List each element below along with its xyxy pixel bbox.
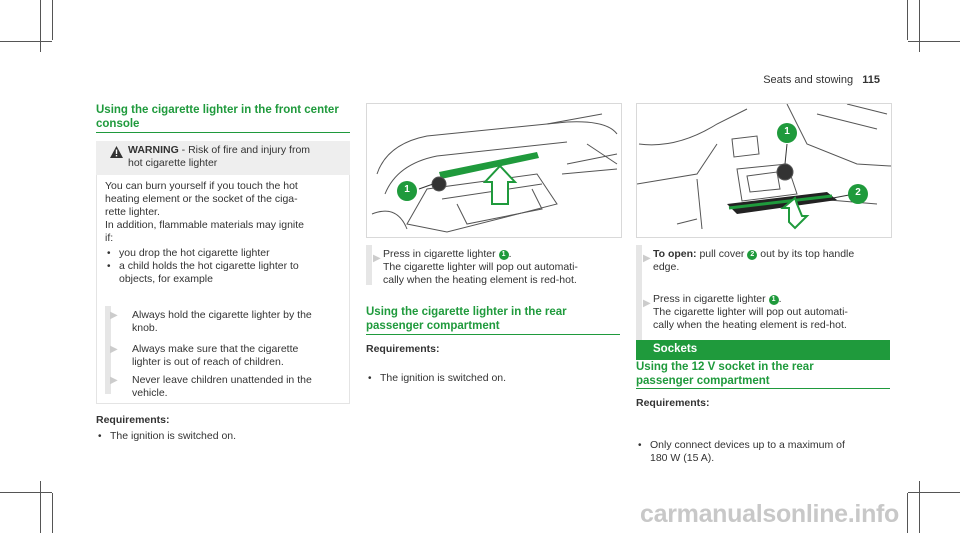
figure-rear-socket: 1 2 [636, 103, 892, 238]
requirements-title: Requirements: [96, 414, 170, 426]
crop-mark [52, 493, 53, 533]
step-item: To open: pull cover 2 out by its top han… [653, 248, 855, 273]
text-line: In addition, flammable materials may ign… [105, 219, 305, 231]
arrow-icon: ▶ [643, 298, 651, 309]
requirement-item: The ignition is switched on. [366, 372, 620, 385]
text-line: heating element or the socket of the cig… [105, 193, 298, 205]
watermark: carmanualsonline.info [640, 500, 900, 528]
step-bar [105, 306, 111, 394]
callout-2: 2 [855, 187, 861, 198]
warning-summary-2: hot cigarette lighter [128, 157, 218, 169]
rear-console-illustration [637, 104, 891, 230]
heading-rule [96, 132, 350, 133]
crop-mark [907, 493, 908, 533]
text-line: rette lighter. [105, 206, 160, 218]
arrow-icon: ▶ [110, 344, 118, 355]
step-item: Press in cigarette lighter 1. The cigare… [383, 248, 578, 286]
warning-box-header: WARNING - Risk of fire and injury from h… [96, 141, 350, 175]
callout-badge: 1 [498, 250, 509, 260]
warning-box-body [96, 175, 350, 404]
crop-mark [908, 41, 960, 42]
arrow-icon: ▶ [110, 310, 118, 321]
crop-mark [907, 0, 908, 40]
step-item: Always hold the cigarette lighter by the… [132, 309, 312, 334]
text-line: if: [105, 232, 114, 244]
crop-mark [919, 0, 920, 52]
requirements-title: Requirements: [636, 397, 710, 409]
arrow-icon: ▶ [373, 253, 381, 264]
list-item: you drop the hot cigarette lighter [105, 247, 345, 260]
callout-1: 1 [404, 184, 410, 195]
section-heading: Using the cigarette lighter in the front… [96, 104, 339, 130]
crop-mark [40, 481, 41, 533]
callout-1: 1 [784, 126, 790, 137]
warning-summary: - Risk of fire and injury from [178, 144, 311, 156]
console-illustration [371, 113, 618, 233]
crop-mark [0, 41, 52, 42]
heading-rule [636, 388, 890, 389]
requirement-item: The ignition is switched on. [96, 430, 350, 443]
list-item: a child holds the hot cigarette lighter … [105, 260, 345, 286]
arrow-icon: ▶ [643, 253, 651, 264]
heading-rule [366, 334, 620, 335]
page-header: Seats and stowing 115 [760, 74, 880, 86]
section-heading: Using the cigarette lighter in the rear … [366, 306, 567, 332]
text-line: You can burn yourself if you touch the h… [105, 180, 298, 192]
section-heading: Using the 12 V socket in the rear passen… [636, 361, 814, 387]
requirement-item: Only connect devices up to a maximum of1… [636, 439, 890, 465]
step-bar [366, 245, 372, 285]
callout-badge: 2 [747, 250, 758, 260]
crop-mark [919, 481, 920, 533]
callout-badge: 1 [768, 295, 779, 305]
warning-text: WARNING - Risk of fire and injury from h… [128, 144, 348, 170]
figure-front-lighter: 1 [366, 103, 622, 238]
crop-mark [52, 0, 53, 40]
step-bar [636, 245, 642, 345]
step-item: Press in cigarette lighter 1. The cigare… [653, 293, 848, 331]
crop-mark [40, 0, 41, 52]
requirements-title: Requirements: [366, 343, 440, 355]
sockets-title: Sockets [653, 343, 698, 355]
warning-bullets: you drop the hot cigarette lighter a chi… [105, 247, 345, 286]
arrow-icon: ▶ [110, 375, 118, 386]
crop-mark [0, 492, 52, 493]
warning-paragraph: You can burn yourself if you touch the h… [105, 180, 345, 245]
warning-label: WARNING [128, 144, 179, 156]
page-number: 115 [862, 74, 880, 86]
warning-triangle-icon [110, 145, 123, 163]
sockets-section-bar: Sockets [636, 340, 890, 360]
crop-mark [908, 492, 960, 493]
section-title: Seats and stowing [763, 74, 854, 86]
